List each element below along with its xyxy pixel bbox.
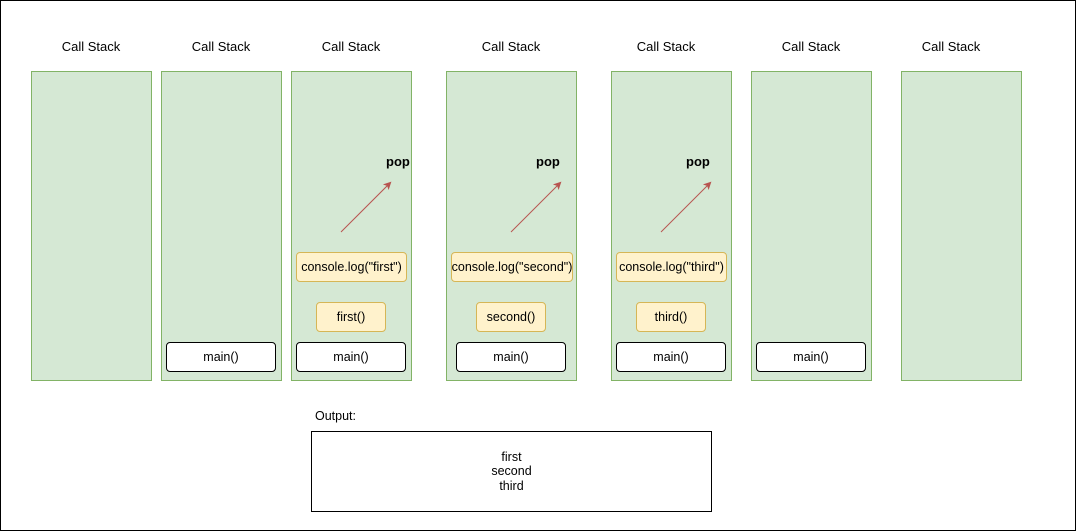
main-frame: main() bbox=[756, 342, 866, 372]
pop-label: pop bbox=[386, 154, 410, 169]
stack-title-2: Call Stack bbox=[191, 39, 251, 54]
output-box: first second third bbox=[311, 431, 712, 512]
pop-label: pop bbox=[686, 154, 710, 169]
main-frame: main() bbox=[616, 342, 726, 372]
output-label: Output: bbox=[315, 409, 356, 423]
stack-title-4: Call Stack bbox=[481, 39, 541, 54]
call-stack-3 bbox=[291, 71, 412, 381]
stack-title-1: Call Stack bbox=[61, 39, 121, 54]
main-frame: main() bbox=[456, 342, 566, 372]
output-line-third: third bbox=[499, 478, 524, 493]
pop-label: pop bbox=[536, 154, 560, 169]
output-line-second: second bbox=[491, 464, 532, 479]
output-line-first: first bbox=[501, 449, 522, 464]
first-frame: first() bbox=[316, 302, 386, 332]
stack-title-7: Call Stack bbox=[921, 39, 981, 54]
arrow-up-right-icon bbox=[660, 181, 712, 233]
call-stack-7 bbox=[901, 71, 1022, 381]
main-frame: main() bbox=[166, 342, 276, 372]
second-frame: second() bbox=[476, 302, 546, 332]
arrow-up-right-icon bbox=[510, 181, 562, 233]
stack-title-6: Call Stack bbox=[781, 39, 841, 54]
arrow-up-right-icon bbox=[340, 181, 392, 233]
console-log-first-frame: console.log("first") bbox=[296, 252, 407, 282]
console-log-third-frame: console.log("third") bbox=[616, 252, 727, 282]
third-frame: third() bbox=[636, 302, 706, 332]
call-stack-6 bbox=[751, 71, 872, 381]
main-frame: main() bbox=[296, 342, 406, 372]
call-stack-2 bbox=[161, 71, 282, 381]
console-log-second-frame: console.log("second") bbox=[451, 252, 573, 282]
stack-title-3: Call Stack bbox=[321, 39, 381, 54]
call-stack-1 bbox=[31, 71, 152, 381]
stack-title-5: Call Stack bbox=[636, 39, 696, 54]
